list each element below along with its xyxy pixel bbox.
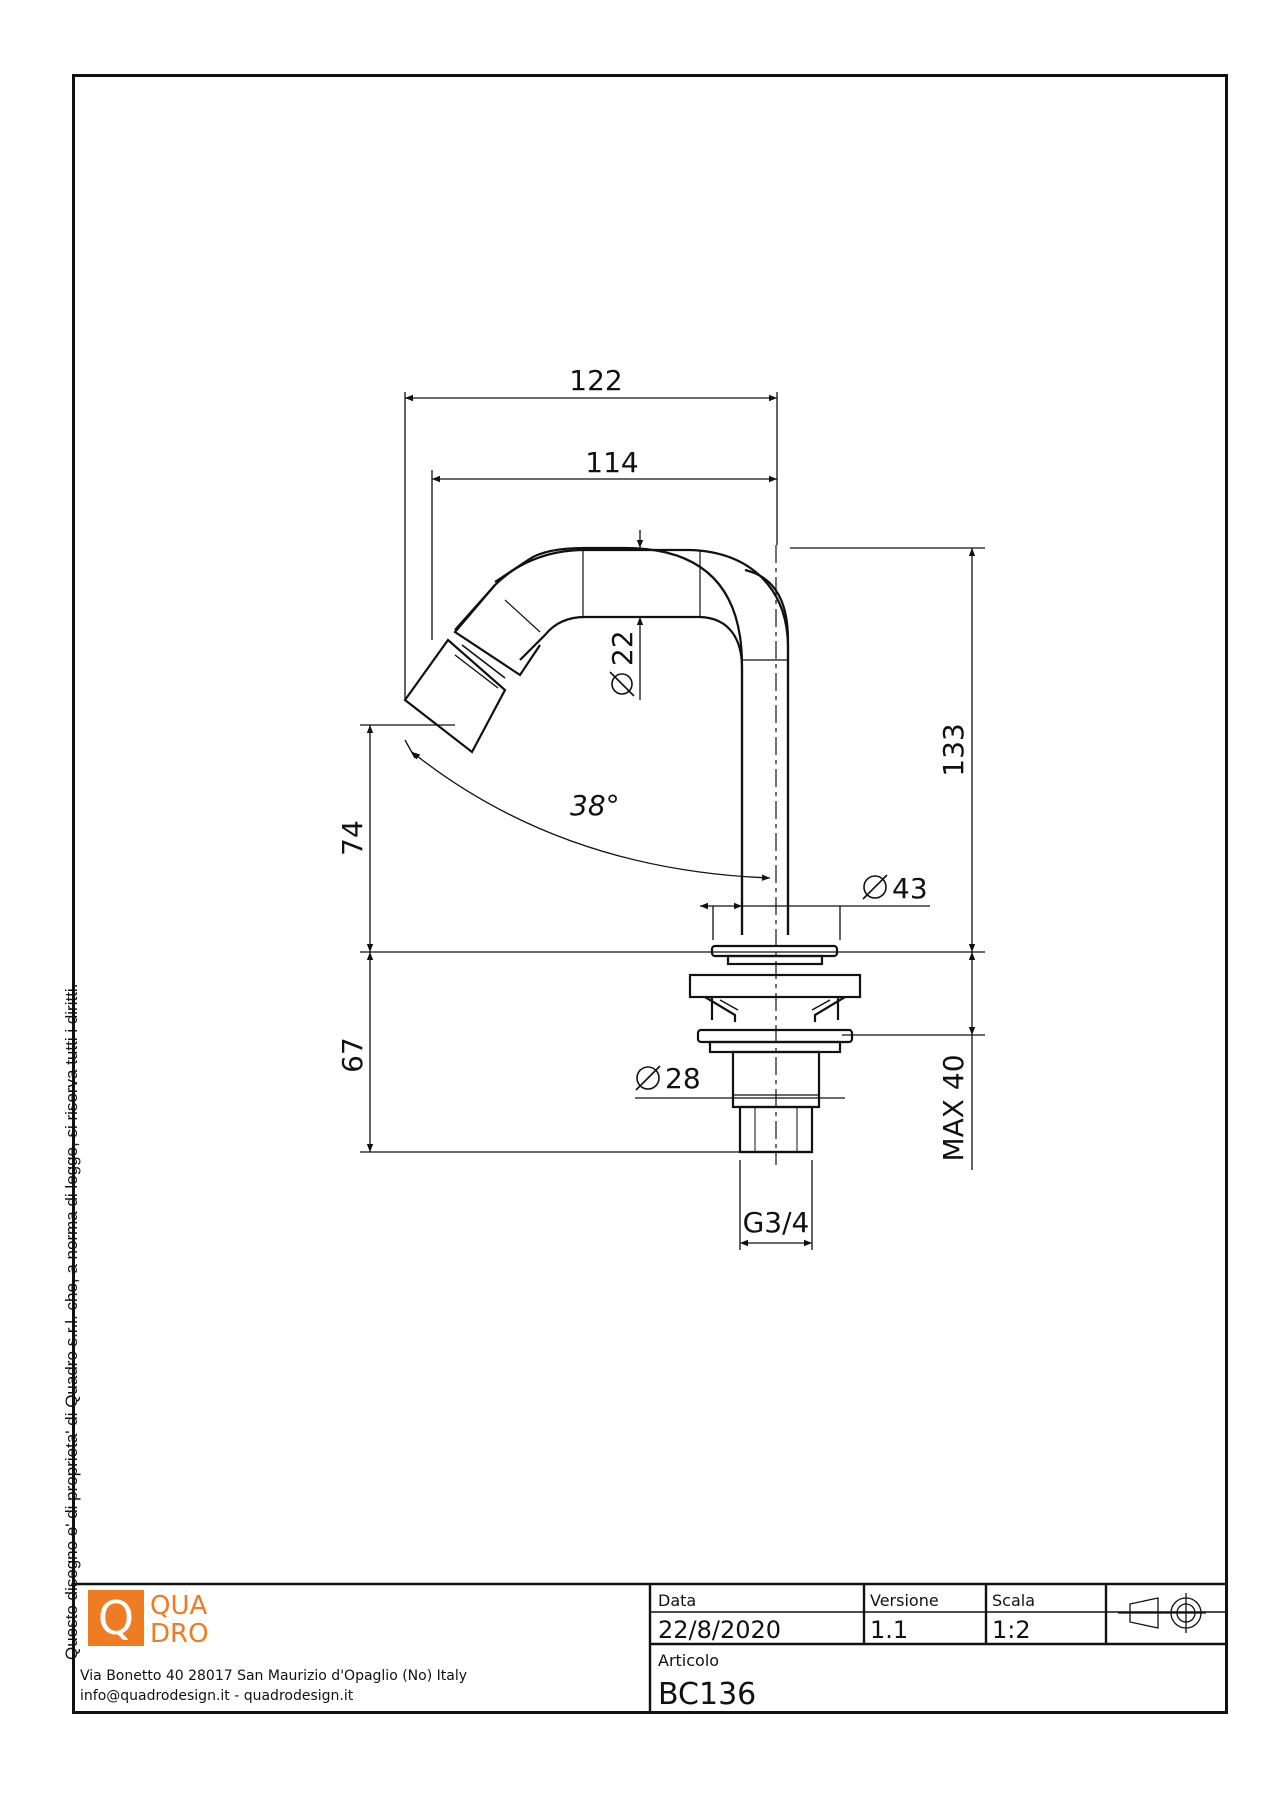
logo-line2: DRO xyxy=(150,1619,209,1649)
dim-max-40: MAX 40 xyxy=(937,1054,970,1161)
date-value: 22/8/2020 xyxy=(658,1616,781,1644)
logo-line1: QUA xyxy=(150,1591,207,1621)
company-contact: info@quadrodesign.it - quadrodesign.it xyxy=(80,1688,354,1704)
article-value: BC136 xyxy=(658,1677,756,1712)
dim-dia-22: 22 xyxy=(606,630,639,697)
projection-symbol-icon xyxy=(1118,1593,1206,1633)
dim-114: 114 xyxy=(585,446,638,479)
dim-28-text: 28 xyxy=(665,1062,701,1095)
dim-dia-43: 43 xyxy=(862,872,928,905)
dim-67: 67 xyxy=(336,1037,369,1073)
dim-angle-38: 38° xyxy=(570,789,620,822)
scale-value: 1:2 xyxy=(992,1616,1031,1644)
faucet-base xyxy=(688,944,862,1154)
drawing-frame xyxy=(72,74,1228,1714)
quadro-logo: Q QUA DRO xyxy=(88,1590,209,1649)
article-label: Articolo xyxy=(658,1651,719,1670)
dim-thread-g34: G3/4 xyxy=(743,1206,810,1239)
logo-letter: Q xyxy=(98,1591,134,1645)
dim-74: 74 xyxy=(336,820,369,856)
date-label: Data xyxy=(658,1591,696,1610)
faucet-body xyxy=(403,548,790,935)
dim-22-text: 22 xyxy=(606,630,639,666)
dim-dia-28: 28 xyxy=(635,1062,701,1095)
version-label: Versione xyxy=(870,1591,939,1610)
dim-43-text: 43 xyxy=(892,872,928,905)
company-address: Via Bonetto 40 28017 San Maurizio d'Opag… xyxy=(80,1668,467,1684)
dimension-lines xyxy=(360,392,985,1250)
scale-label: Scala xyxy=(992,1591,1035,1610)
dim-122: 122 xyxy=(569,364,622,397)
version-value: 1.1 xyxy=(870,1616,908,1644)
dim-133: 133 xyxy=(937,723,970,776)
